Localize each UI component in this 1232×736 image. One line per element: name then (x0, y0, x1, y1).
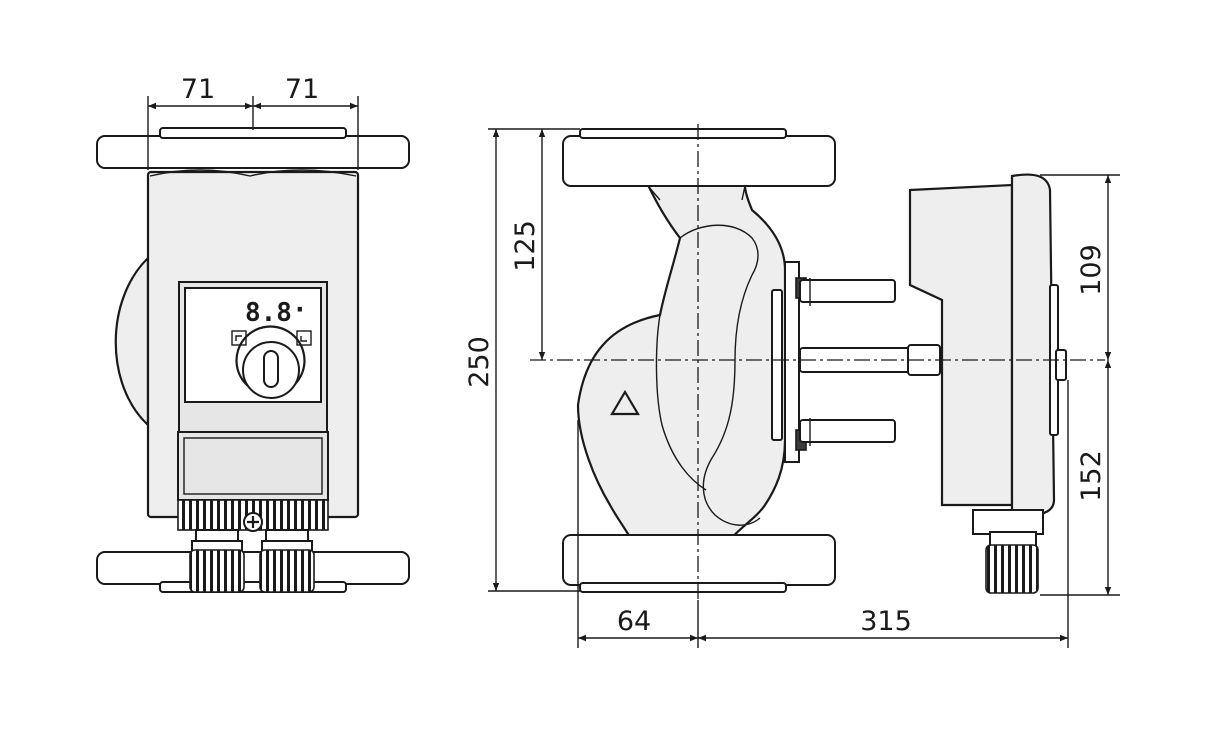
dim-motor-top: 109 (1076, 244, 1107, 296)
dimension-axis-to-face: 64 (577, 420, 699, 648)
dim-front-right: 71 (285, 74, 319, 105)
side-terminal-box (972, 509, 1044, 535)
electronic-module (1010, 173, 1056, 517)
side-view: 250 125 109 152 64 3 (464, 124, 1120, 648)
dim-total-length: 315 (860, 606, 912, 637)
dimension-motor-bottom: 152 (1040, 360, 1120, 596)
dimension-axis-height: 125 (510, 129, 546, 360)
dimension-motor-top: 109 (1040, 174, 1120, 360)
dimension-total-height: 250 (464, 128, 580, 592)
display-dot: · (292, 295, 308, 325)
dim-axis-to-face: 64 (617, 606, 651, 637)
dim-total-height: 250 (464, 336, 495, 388)
side-cable-gland[interactable] (985, 544, 1039, 594)
side-bottom-flange (562, 534, 836, 586)
display-digits: 8.8 (245, 298, 292, 328)
screw-icon[interactable] (243, 512, 263, 532)
motor-bolt-top (799, 279, 896, 303)
front-bottom-flange-neck (159, 581, 347, 593)
front-housing-top-joint (149, 169, 357, 177)
side-top-flange (562, 135, 836, 187)
side-pump-casing (576, 183, 787, 550)
front-view: 8.8 · (96, 74, 410, 593)
dim-front-left: 71 (181, 74, 215, 105)
front-bottom-flange (96, 551, 410, 585)
cable-gland-right[interactable] (259, 529, 315, 593)
front-top-flange (96, 135, 410, 169)
dimension-total-length: 315 (698, 380, 1069, 648)
front-width-dimension: 71 71 (147, 74, 359, 170)
dim-axis-height: 125 (510, 220, 541, 272)
front-housing-bulge (114, 255, 150, 428)
terminal-box (177, 431, 329, 501)
rotary-knob-icon[interactable] (235, 325, 306, 399)
cable-gland-left[interactable] (189, 529, 245, 593)
motor-bolt-bottom (799, 419, 896, 443)
dim-motor-bottom: 152 (1076, 450, 1107, 502)
flow-direction-triangle-icon (610, 389, 640, 416)
